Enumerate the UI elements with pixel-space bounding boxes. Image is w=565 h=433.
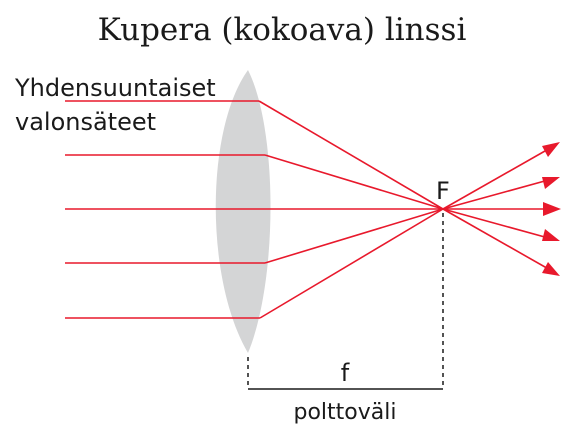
focal-point-label: F [436, 177, 450, 205]
refracted-ray-4 [264, 208, 444, 264]
arrowhead-5 [542, 262, 560, 276]
diverging-ray-5 [442, 208, 553, 272]
diverging-ray-4 [442, 208, 553, 240]
arrowhead-4 [542, 229, 560, 241]
diverging-ray-2 [442, 178, 553, 210]
parallel-rays-label-line1: Yhdensuuntaiset [14, 74, 216, 102]
diagram-title: Kupera (kokoava) linssi [98, 12, 467, 48]
focal-length-symbol: f [341, 359, 350, 387]
convex-lens [215, 70, 271, 353]
focal-length-label: polttoväli [294, 400, 397, 425]
refracted-ray-1 [258, 100, 444, 210]
refracted-ray-2 [264, 154, 444, 210]
diverging-ray-1 [442, 146, 553, 210]
arrowhead-3 [543, 202, 561, 216]
arrowhead-2 [542, 177, 560, 189]
arrowhead-1 [542, 142, 560, 157]
parallel-rays-label-line2: valonsäteet [15, 108, 156, 136]
refracted-ray-5 [259, 208, 444, 319]
